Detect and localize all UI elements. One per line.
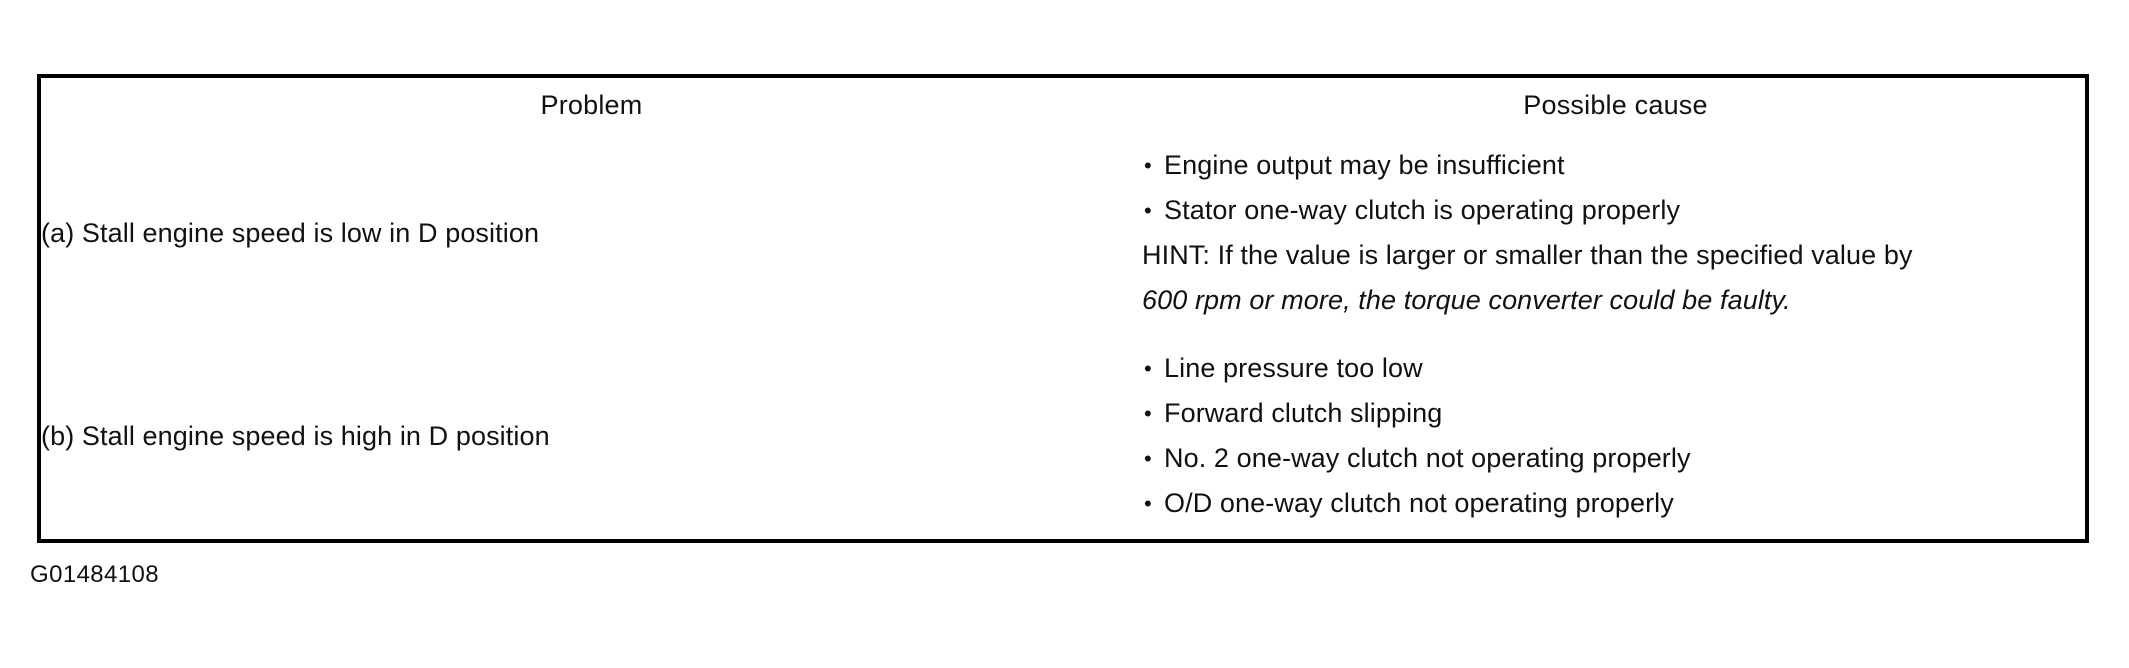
table-header: Problem Possible cause [41, 78, 2089, 133]
cause-list-item: Stator one-way clutch is operating prope… [1142, 188, 2089, 233]
cause-hint-line: HINT: If the value is larger or smaller … [1142, 240, 1913, 271]
cause-cell-a: Engine output may be insufficient Stator… [1142, 133, 2089, 334]
column-header-possible-cause: Possible cause [1523, 90, 1708, 120]
problem-cell-a: (a) Stall engine speed is low in D posit… [41, 217, 540, 248]
cause-list-item: No. 2 one-way clutch not operating prope… [1142, 436, 2089, 481]
table-header-row: Problem Possible cause [41, 78, 2089, 133]
column-header-problem: Problem [540, 90, 643, 120]
cause-list-item: O/D one-way clutch not operating properl… [1142, 481, 2089, 526]
troubleshooting-table: Problem Possible cause (a) Stall engine … [41, 78, 2089, 539]
cause-list-item: Engine output may be insufficient [1142, 143, 2089, 188]
cause-cell-b: Line pressure too low Forward clutch sli… [1142, 334, 2089, 539]
table-row: (a) Stall engine speed is low in D posit… [41, 133, 2089, 334]
problem-cell-b: (b) Stall engine speed is high in D posi… [41, 420, 550, 451]
figure-caption-id: G01484108 [30, 561, 160, 588]
cause-list-a: Engine output may be insufficient Stator… [1142, 143, 2089, 323]
cause-list-b: Line pressure too low Forward clutch sli… [1142, 346, 2089, 526]
cause-list-item: Line pressure too low [1142, 346, 2089, 391]
troubleshooting-table-container: Problem Possible cause (a) Stall engine … [37, 74, 2089, 543]
table-row: (b) Stall engine speed is high in D posi… [41, 334, 2089, 539]
table-body: (a) Stall engine speed is low in D posit… [41, 133, 2089, 539]
cause-list-item: Forward clutch slipping [1142, 391, 2089, 436]
cause-hint-line-continued: 600 rpm or more, the torque converter co… [1142, 285, 1791, 316]
